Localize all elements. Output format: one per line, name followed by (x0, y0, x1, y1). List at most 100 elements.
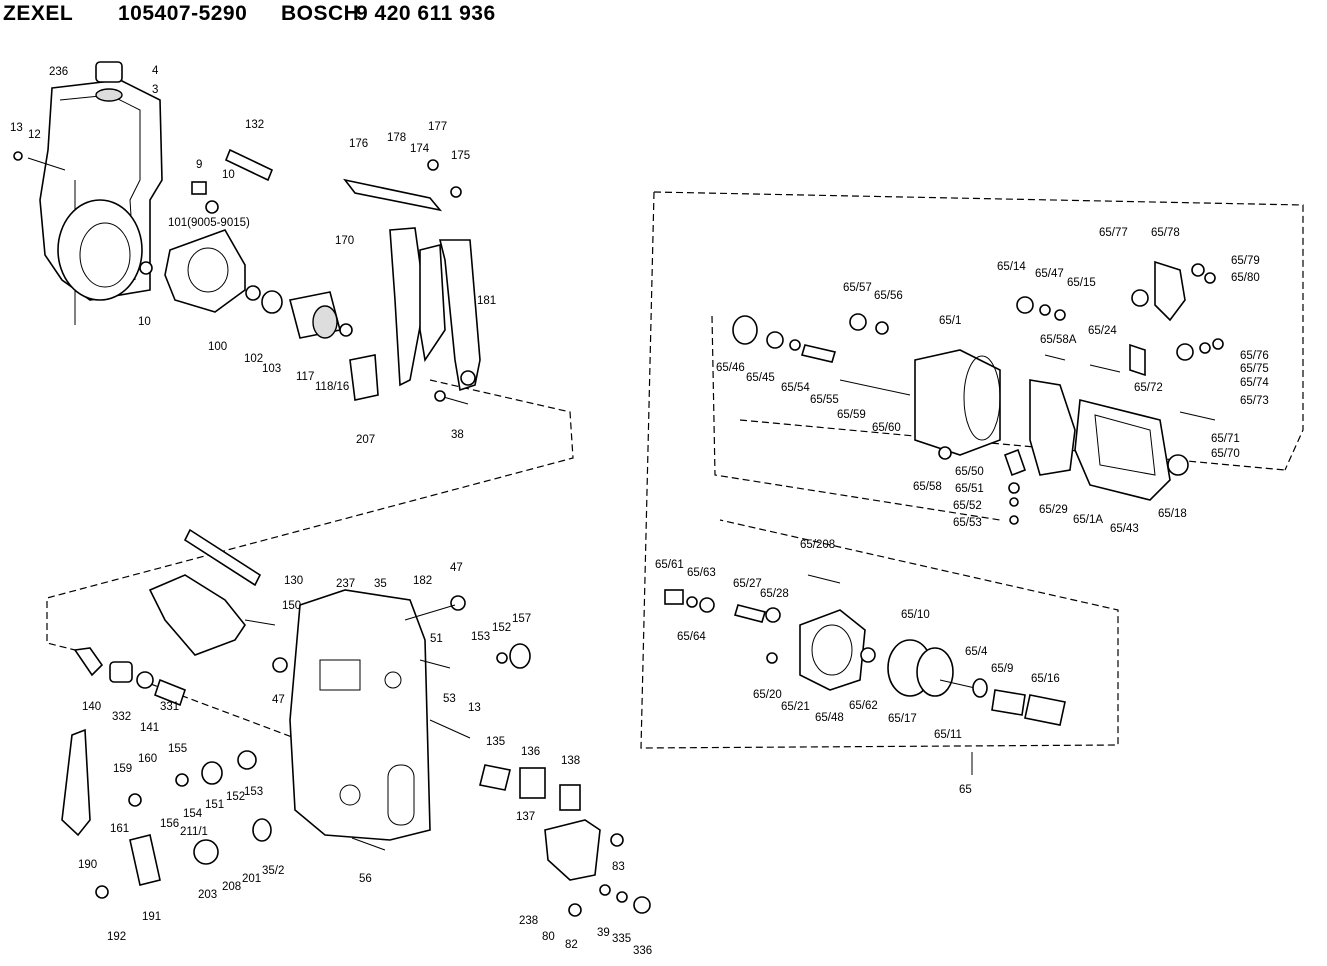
bolt-head-38 (434, 390, 446, 402)
group-65-lower-outline (640, 191, 1119, 749)
washer-part-65-51 (1008, 482, 1020, 494)
rod-part-65-11 (939, 679, 976, 689)
label-117: 117 (296, 371, 314, 383)
label-176: 176 (349, 138, 368, 150)
bolt-part-13 (429, 719, 471, 739)
label-157: 157 (512, 613, 531, 625)
label-65-54: 65/54 (781, 382, 810, 394)
label-80: 80 (542, 931, 555, 943)
label-65-4: 65/4 (965, 646, 988, 658)
spring-part-140 (73, 647, 104, 677)
nut-part-138 (559, 784, 581, 811)
label-65-56: 65/56 (874, 290, 903, 302)
housing-bore (57, 199, 143, 301)
label-136: 136 (521, 746, 540, 758)
label-174: 174 (410, 143, 430, 155)
screw-part-12 (27, 157, 66, 171)
label-65-46: 65/46 (716, 362, 745, 374)
nut-part-65-64 (699, 597, 715, 613)
label-65-52: 65/52 (953, 500, 982, 512)
label-12: 12 (28, 129, 41, 141)
housing-part-65-1 (914, 349, 1001, 456)
label-65-62: 65/62 (849, 700, 878, 712)
bolt-part-192 (95, 885, 109, 899)
label-153a: 153 (471, 631, 490, 643)
ring-part-152 (496, 652, 508, 664)
nut-part-10 (205, 200, 219, 214)
screw-part-65-20 (766, 652, 778, 664)
fitting-part-135 (479, 764, 511, 791)
plug-part-47 (272, 657, 288, 673)
nut-part-65-61 (664, 589, 684, 605)
bushing-part-65-77 (1131, 289, 1149, 307)
label-352: 35/2 (262, 865, 284, 877)
label-154: 154 (183, 808, 203, 820)
shaft-part-150 (244, 619, 276, 626)
lever-part-150 (148, 574, 246, 656)
lever-part-65-78 (1154, 260, 1186, 322)
bolt-part-65-24 (1089, 364, 1121, 373)
label-65-17: 65/17 (888, 713, 917, 725)
label-156: 156 (160, 818, 179, 830)
washer-part-65-74 (1199, 342, 1211, 354)
lever-part-170 (389, 227, 426, 387)
housing-window (319, 659, 361, 691)
label-65-78: 65/78 (1151, 227, 1180, 239)
label-65-76: 65/76 (1240, 350, 1269, 362)
washer-part-65-4 (972, 678, 988, 698)
washer-part-65-45 (766, 331, 784, 349)
cap-part-157 (509, 643, 531, 669)
label-138: 138 (561, 755, 580, 767)
nut-part-65-73 (1176, 343, 1194, 361)
bolt-part-51 (419, 659, 451, 669)
part-labels: 236 4 3 13 12 132 9 10 101(9005-9015) 10… (10, 65, 1269, 957)
lever-part-190 (61, 728, 91, 837)
label-47a: 47 (450, 562, 463, 574)
label-331: 331 (160, 701, 179, 713)
housing-slot (387, 764, 415, 826)
label-65-208: 65/208 (800, 539, 835, 551)
housing-boss-2 (384, 671, 402, 689)
label-236: 236 (49, 66, 68, 78)
washer-part-39 (599, 884, 611, 896)
label-65-50: 65/50 (955, 466, 984, 478)
flyweight-inner (187, 247, 229, 293)
label-192: 192 (107, 931, 126, 943)
label-100: 100 (208, 341, 227, 353)
label-65-20: 65/20 (753, 689, 782, 701)
label-65-11: 65/11 (934, 729, 962, 741)
lever-part-191 (129, 834, 161, 886)
label-65-63: 65/63 (687, 567, 716, 579)
lever-pivot (460, 370, 476, 386)
sleeve-part-151 (201, 761, 223, 785)
label-160: 160 (138, 753, 157, 765)
label-65-45: 65/45 (746, 372, 775, 384)
label-103: 103 (262, 363, 281, 375)
label-65-77: 65/77 (1099, 227, 1128, 239)
nut-part-65-46 (732, 315, 758, 345)
label-83: 83 (612, 861, 625, 873)
label-152a: 152 (492, 622, 511, 634)
bolt-part-56 (351, 837, 386, 851)
label-65-55: 65/55 (810, 394, 839, 406)
label-65-21: 65/21 (781, 701, 810, 713)
label-135: 135 (486, 736, 505, 748)
label-65-43: 65/43 (1110, 523, 1139, 535)
spring-part-331 (154, 678, 186, 707)
nut-part-65-15 (1054, 309, 1066, 321)
washer-part-65-54 (789, 339, 801, 351)
pump-housing-part-35 (289, 589, 431, 841)
label-191: 191 (142, 911, 161, 923)
washer-part-65-56 (875, 321, 889, 335)
lever-part-170b (419, 243, 446, 363)
bushing-part-201 (252, 818, 272, 842)
bracket-part-207 (349, 354, 379, 401)
label-65-59: 65/59 (837, 409, 866, 421)
label-238: 238 (519, 915, 538, 927)
label-65-72: 65/72 (1134, 382, 1163, 394)
washer-part-65-28 (765, 607, 781, 623)
label-65-10: 65/10 (901, 609, 930, 621)
label-65-24: 65/24 (1088, 325, 1117, 337)
bushing-part-332 (109, 661, 133, 683)
lever-part-181 (438, 239, 481, 392)
